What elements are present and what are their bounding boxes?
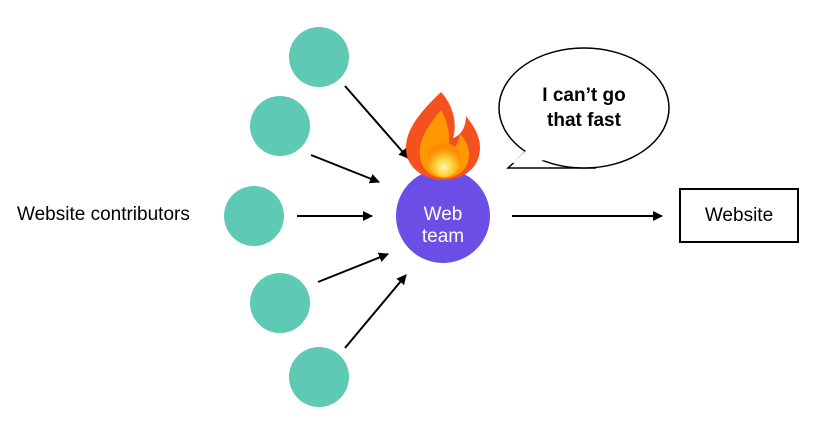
contributor-node	[250, 96, 310, 156]
arrow-contributor-to-hub	[310, 154, 380, 184]
contributor-node	[289, 347, 349, 407]
speech-bubble-line1: I can’t go	[542, 85, 626, 106]
contributor-node	[224, 186, 284, 246]
arrow-contributor-to-hub	[317, 252, 389, 283]
arrow-contributor-to-hub	[344, 274, 407, 349]
speech-bubble	[498, 47, 670, 169]
web-team-label: Web team	[397, 191, 489, 261]
speech-bubble-text: I can’t go that fast	[510, 78, 658, 138]
contributors-label: Website contributors	[17, 204, 190, 225]
contributor-node	[289, 27, 349, 87]
website-box: Website	[679, 188, 799, 243]
arrow-contributor-to-hub	[344, 85, 409, 159]
speech-bubble-line2: that fast	[547, 110, 621, 131]
website-label: Website	[704, 204, 774, 226]
web-team-node	[396, 169, 490, 263]
web-team-label-line2: team	[421, 226, 465, 247]
fire-icon	[405, 92, 480, 180]
web-team-label-line1: Web	[423, 204, 463, 225]
contributor-node	[250, 273, 310, 333]
